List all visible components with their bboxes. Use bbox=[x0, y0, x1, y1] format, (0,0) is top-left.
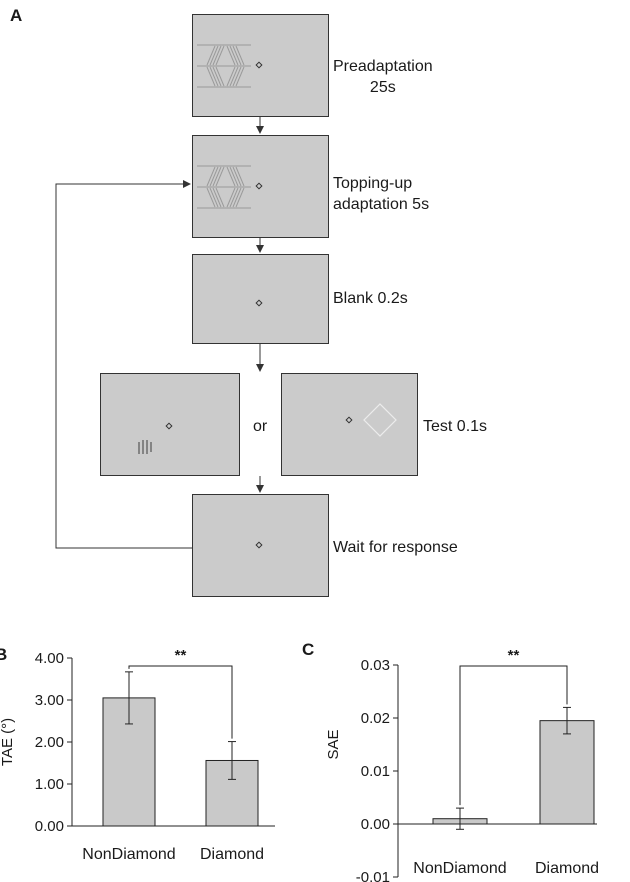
y-tick-label: 3.00 bbox=[35, 692, 64, 709]
topping-up-screen bbox=[192, 135, 329, 238]
x-tick-label: NonDiamond bbox=[413, 860, 506, 877]
y-tick-label: 0.03 bbox=[361, 657, 390, 674]
y-tick-label: 2.00 bbox=[35, 734, 64, 751]
preadaptation-screen bbox=[192, 14, 329, 117]
step-label-topping-up: Topping-up adaptation 5s bbox=[333, 175, 430, 213]
adapting-gratings-icon bbox=[197, 165, 263, 209]
x-tick-label: Diamond bbox=[200, 846, 264, 863]
test-screen-diamond bbox=[281, 373, 418, 476]
significance-bracket bbox=[459, 665, 568, 806]
significance-marker: ** bbox=[508, 647, 520, 664]
panel-letter-a: A bbox=[10, 6, 23, 25]
or-label: or bbox=[253, 418, 268, 435]
fixation-point bbox=[255, 541, 263, 549]
bar-diamond bbox=[539, 720, 595, 825]
test-screen-grating bbox=[100, 373, 240, 476]
fixation-point bbox=[255, 61, 263, 69]
fixation-icon bbox=[255, 541, 263, 549]
y-tick-label: 0.01 bbox=[361, 763, 390, 780]
diamond-stimulus-icon bbox=[345, 403, 397, 437]
loop-back-arrow bbox=[55, 180, 192, 549]
step-label-preadaptation: Preadaptation 25s bbox=[333, 58, 433, 96]
y-tick-label: 0.00 bbox=[361, 816, 390, 833]
y-tick-label: 0.00 bbox=[35, 818, 64, 835]
x-tick-label: Diamond bbox=[535, 860, 599, 877]
y-axis-label: TAE (°) bbox=[0, 718, 16, 766]
y-tick-label: 4.00 bbox=[35, 650, 64, 667]
significance-bracket bbox=[128, 665, 233, 739]
y-axis-label: SAE bbox=[325, 729, 342, 759]
step-label-test: Test 0.1s bbox=[423, 418, 488, 435]
blank-screen bbox=[192, 254, 329, 344]
fixation-point bbox=[345, 416, 353, 424]
y-tick-label: 1.00 bbox=[35, 776, 64, 793]
step-label-blank: Blank 0.2s bbox=[333, 290, 408, 307]
x-tick-label: NonDiamond bbox=[82, 846, 175, 863]
response-screen bbox=[192, 494, 329, 597]
fixation-icon bbox=[255, 299, 263, 307]
significance-marker: ** bbox=[175, 647, 187, 664]
adapting-gratings-icon bbox=[197, 44, 263, 88]
fixation-point bbox=[255, 299, 263, 307]
step-label-response: Wait for response bbox=[333, 539, 458, 556]
y-tick-label: -0.01 bbox=[356, 869, 390, 882]
test-grating-icon bbox=[138, 422, 173, 454]
fixation-point bbox=[165, 422, 173, 430]
fixation-point bbox=[255, 182, 263, 190]
panel-letter-b: B bbox=[0, 645, 8, 664]
y-tick-label: 0.02 bbox=[361, 710, 390, 727]
panel-letter-c: C bbox=[302, 640, 315, 659]
